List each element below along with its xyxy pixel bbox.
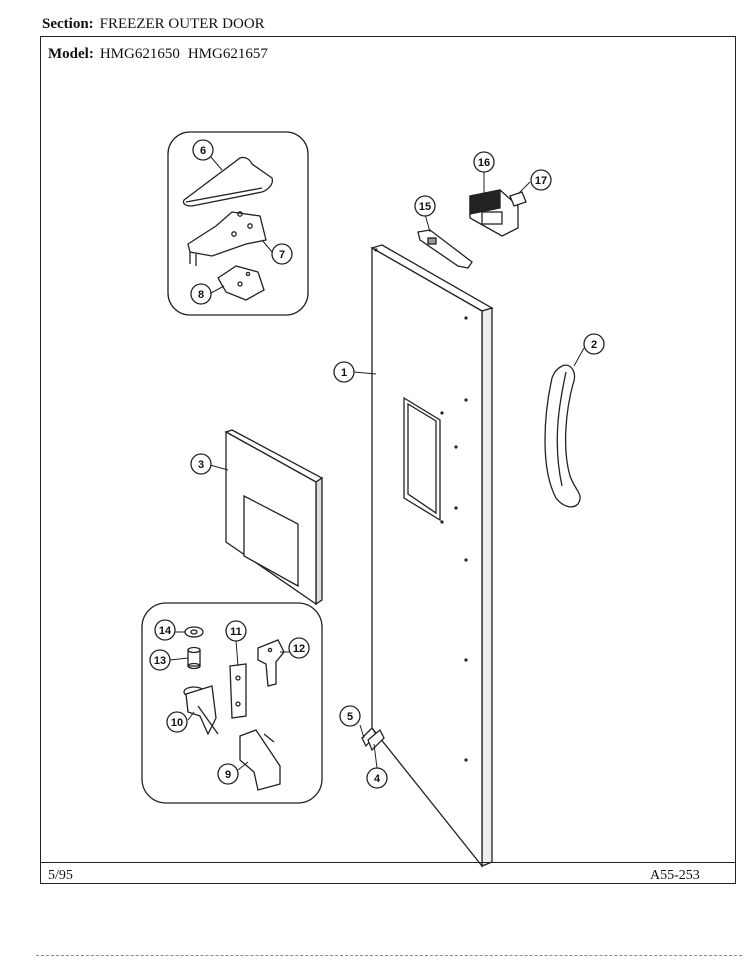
footer-date: 5/95 bbox=[48, 868, 73, 883]
model-label: Model: bbox=[48, 46, 94, 62]
upper-hinge bbox=[187, 211, 267, 266]
bottom-divider bbox=[36, 955, 742, 956]
hinge-shim bbox=[217, 265, 265, 301]
callout-7: 7 bbox=[271, 243, 293, 265]
callouts: 1 2 3 4 5 6 7 8 9 10 11 12 13 14 15 16 1… bbox=[149, 139, 605, 789]
svg-text:15: 15 bbox=[419, 201, 431, 213]
section-label: Section: bbox=[42, 16, 94, 32]
callout-3: 3 bbox=[190, 453, 212, 475]
model-number-1: HMG621650 bbox=[99, 46, 180, 62]
upper-hinge-inset bbox=[167, 131, 309, 316]
svg-text:3: 3 bbox=[198, 459, 204, 471]
callout-17: 17 bbox=[530, 169, 552, 191]
door-screws bbox=[361, 726, 385, 752]
callout-14: 14 bbox=[154, 619, 176, 641]
section-value: FREEZER OUTER DOOR bbox=[99, 16, 265, 32]
svg-text:2: 2 bbox=[591, 339, 597, 351]
callout-12: 12 bbox=[288, 637, 310, 659]
lower-cover bbox=[239, 729, 281, 791]
diagram-frame bbox=[40, 36, 736, 884]
callout-13: 13 bbox=[149, 649, 171, 671]
callout-9: 9 bbox=[217, 763, 239, 785]
svg-text:6: 6 bbox=[200, 145, 206, 157]
svg-text:1: 1 bbox=[341, 367, 347, 379]
lower-hinge bbox=[183, 685, 219, 736]
door-handle bbox=[544, 364, 581, 508]
svg-text:10: 10 bbox=[171, 717, 183, 729]
footer-code: A55-253 bbox=[650, 868, 700, 883]
section-title: Section: FREEZER OUTER DOOR bbox=[42, 16, 265, 33]
dispenser-trim bbox=[224, 429, 324, 606]
hinge-cover bbox=[182, 156, 274, 207]
callout-16: 16 bbox=[473, 151, 495, 173]
lower-hinge-inset bbox=[141, 602, 323, 804]
svg-text:12: 12 bbox=[293, 643, 305, 655]
washer bbox=[184, 626, 204, 638]
model-number-2: HMG621657 bbox=[187, 46, 268, 62]
svg-text:16: 16 bbox=[478, 157, 490, 169]
callout-5: 5 bbox=[339, 705, 361, 727]
callout-11: 11 bbox=[225, 620, 247, 642]
callout-1: 1 bbox=[333, 361, 355, 383]
model-line: Model: HMG621650 HMG621657 bbox=[48, 46, 268, 63]
spacer-plate bbox=[229, 663, 247, 719]
footer-rule bbox=[40, 862, 736, 863]
svg-text:14: 14 bbox=[159, 625, 172, 637]
callout-2: 2 bbox=[583, 333, 605, 355]
svg-text:8: 8 bbox=[198, 289, 204, 301]
callout-4: 4 bbox=[366, 767, 388, 789]
top-bracket bbox=[417, 229, 473, 269]
lower-bracket bbox=[257, 639, 285, 687]
svg-text:11: 11 bbox=[230, 626, 242, 638]
svg-text:5: 5 bbox=[347, 711, 353, 723]
svg-text:4: 4 bbox=[374, 773, 381, 785]
callout-6: 6 bbox=[192, 139, 214, 161]
leader-lines bbox=[169, 155, 585, 771]
svg-text:17: 17 bbox=[535, 175, 547, 187]
callout-15: 15 bbox=[414, 195, 436, 217]
door-panel bbox=[370, 244, 494, 868]
bushing bbox=[187, 646, 201, 670]
svg-text:13: 13 bbox=[154, 655, 166, 667]
callout-10: 10 bbox=[166, 711, 188, 733]
callout-8: 8 bbox=[190, 283, 212, 305]
door-switch bbox=[469, 189, 519, 237]
svg-text:9: 9 bbox=[225, 769, 231, 781]
svg-text:7: 7 bbox=[279, 249, 285, 261]
